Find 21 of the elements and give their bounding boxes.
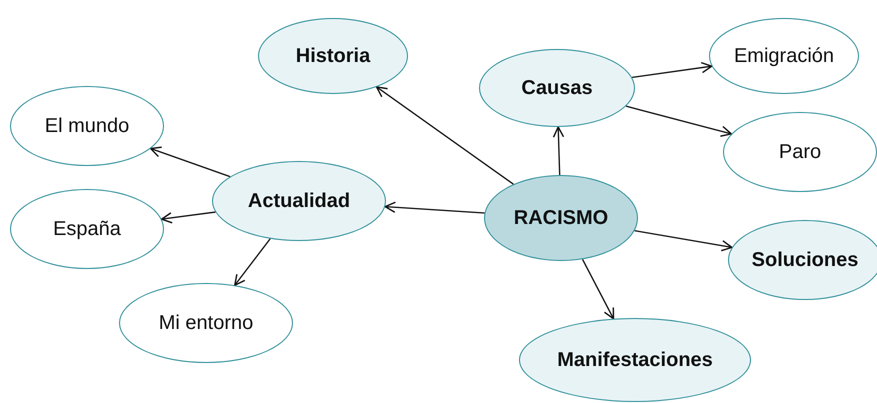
concept-label: España — [53, 218, 121, 240]
arrow — [160, 211, 216, 224]
concept-label: Emigración — [734, 44, 834, 68]
arrow — [150, 146, 230, 178]
concept-label: RACISMO — [514, 206, 608, 230]
arrow — [582, 258, 614, 320]
arrow — [234, 238, 271, 286]
concept-label: Mi entorno — [158, 312, 254, 334]
concept-label: Causas — [521, 76, 593, 100]
concept-label: Paro — [778, 140, 822, 164]
concept-label: El mundo — [44, 114, 130, 138]
concept-label: Historia — [296, 44, 370, 68]
arrow — [376, 86, 514, 185]
arrow — [552, 126, 564, 176]
concept-label: Actualidad — [248, 190, 350, 212]
concept-label: Soluciones — [752, 248, 858, 272]
concept-label: Manifestaciones — [557, 348, 713, 372]
arrow — [634, 230, 733, 252]
arrow — [384, 202, 485, 214]
arrow — [632, 62, 712, 78]
arrow — [626, 106, 732, 137]
